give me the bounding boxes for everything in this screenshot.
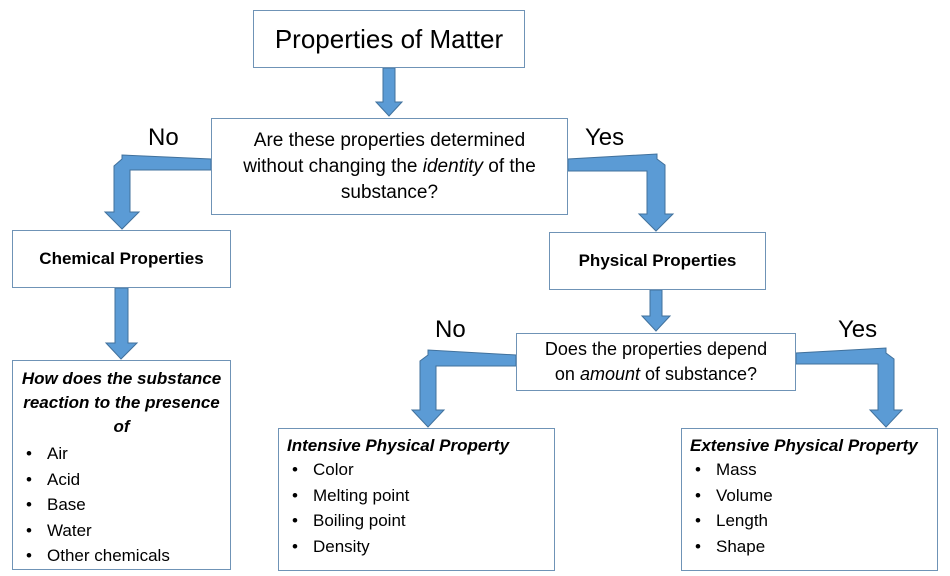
extensive-property-title: Extensive Physical Property	[690, 436, 918, 455]
branch-label-no: No	[148, 124, 179, 151]
identity-question-box: Are these properties determined without …	[211, 118, 568, 215]
chemical-list-box: How does the substance reaction to the p…	[12, 360, 231, 570]
question1-line2: without changing the identity of the	[243, 155, 536, 177]
list-item: Length	[690, 508, 937, 534]
chemical-properties-box: Chemical Properties	[12, 230, 231, 288]
identity-emphasis: identity	[422, 155, 483, 177]
question1-line1: Are these properties determined	[253, 129, 526, 151]
list-item: Water	[21, 518, 222, 544]
chemical-list-heading: How does the substance reaction to the p…	[21, 369, 222, 436]
diagram-title: Properties of Matter	[274, 23, 504, 54]
list-item: Density	[287, 534, 554, 560]
list-item: Melting point	[287, 483, 554, 509]
amount-question-box: Does the properties depend on amount of …	[516, 333, 796, 391]
list-item: Boiling point	[287, 508, 554, 534]
amount-emphasis: amount	[579, 364, 640, 384]
intensive-property-title: Intensive Physical Property	[287, 436, 510, 455]
list-item: Shape	[690, 534, 937, 560]
title-box: Properties of Matter	[253, 10, 525, 68]
intensive-property-box: Intensive Physical Property Color Meltin…	[278, 428, 555, 571]
arrow-title-to-question	[374, 67, 404, 117]
arrow-physical-to-question2	[640, 289, 672, 332]
question2-line1: Does the properties depend	[544, 339, 768, 359]
arrow-chemical-to-list	[104, 287, 139, 360]
arrow-no-to-intensive	[410, 349, 517, 428]
extensive-property-box: Extensive Physical Property Mass Volume …	[681, 428, 938, 571]
list-item: Base	[21, 492, 222, 518]
branch-label-no-2: No	[435, 316, 466, 343]
list-item: Color	[287, 457, 554, 483]
physical-properties-box: Physical Properties	[549, 232, 766, 290]
list-item: Mass	[690, 457, 937, 483]
physical-properties-title: Physical Properties	[578, 251, 737, 270]
intensive-list: Color Melting point Boiling point Densit…	[287, 457, 554, 559]
arrow-yes-to-extensive	[795, 347, 904, 428]
list-item: Acid	[21, 467, 222, 493]
arrow-yes-to-physical	[567, 153, 675, 232]
branch-label-yes-2: Yes	[838, 316, 878, 343]
arrow-no-to-chemical	[103, 154, 212, 230]
question1-line3: substance?	[340, 181, 439, 203]
question2-line2: on amount of substance?	[554, 364, 758, 384]
chemical-list: Air Acid Base Water Other chemicals	[21, 441, 222, 569]
list-item: Air	[21, 441, 222, 467]
chemical-properties-title: Chemical Properties	[39, 249, 204, 268]
list-item: Other chemicals	[21, 543, 222, 569]
list-item: Volume	[690, 483, 937, 509]
extensive-list: Mass Volume Length Shape	[690, 457, 937, 559]
branch-label-yes: Yes	[585, 124, 625, 151]
